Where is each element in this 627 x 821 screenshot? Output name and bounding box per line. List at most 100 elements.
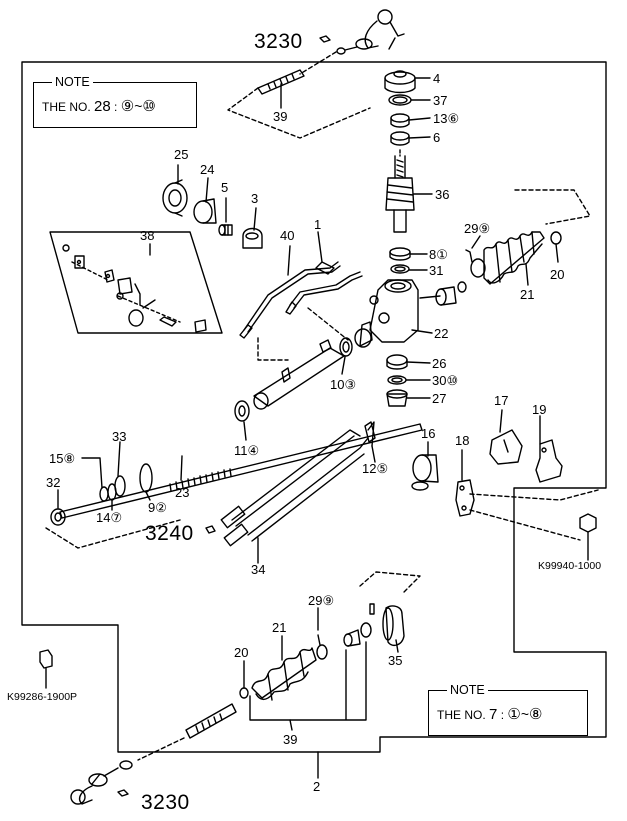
part-label-20-top: 20 — [550, 267, 565, 282]
part-label-33: 33 — [112, 429, 127, 444]
note-separator: : — [114, 100, 118, 114]
ref-label-3240: 3240 — [145, 522, 194, 545]
part-label-32: 32 — [46, 475, 61, 490]
clip-20-top — [550, 231, 562, 263]
part-label-27: 27 — [432, 391, 447, 406]
yoke-24 — [193, 177, 217, 224]
cap-3 — [242, 207, 263, 249]
part-label-1: 1 — [314, 217, 322, 232]
part-label-9: 9② — [148, 500, 167, 515]
note-title: NOTE — [52, 75, 93, 89]
part-label-14: 14⑦ — [96, 510, 123, 525]
note-to: ⑧ — [529, 706, 543, 723]
part-label-40: 40 — [280, 228, 295, 243]
part-label-37: 37 — [433, 93, 448, 108]
part-label-38: 38 — [140, 228, 155, 243]
clip-29-top — [465, 235, 486, 278]
plug-27 — [386, 389, 431, 407]
part-label-13: 13⑥ — [433, 111, 460, 126]
part-label-12: 12⑤ — [362, 461, 389, 476]
bracket-19 — [535, 415, 563, 483]
pipe-1 — [285, 231, 363, 315]
part-label-34: 34 — [251, 562, 266, 577]
nut-6 — [390, 131, 431, 146]
cylinder-tube — [253, 339, 345, 410]
bushing-26 — [386, 354, 431, 370]
part-label-31: 31 — [429, 263, 444, 278]
part-label-29-bottom: 29⑨ — [308, 593, 335, 608]
gear-housing-22 — [354, 279, 433, 348]
part-label-16: 16 — [421, 426, 436, 441]
spring-30 — [387, 375, 431, 385]
note-dash: ~ — [134, 98, 143, 114]
note-number: 28 — [94, 98, 111, 115]
part-label-3: 3 — [251, 191, 259, 206]
pipe-40 — [239, 245, 341, 339]
bearing-13 — [390, 113, 431, 128]
part-label-4: 4 — [433, 71, 441, 86]
note-body: THE NO. 28 : ⑨~⑩ — [42, 97, 156, 115]
note-prefix: THE NO. — [42, 100, 91, 114]
pipe-34 — [220, 421, 376, 564]
note-from: ① — [507, 706, 521, 723]
insulator-17 — [489, 409, 523, 465]
ring-15 — [81, 457, 109, 502]
seal-11 — [234, 400, 250, 441]
part-label-8: 8① — [429, 247, 448, 262]
note-separator: : — [500, 708, 505, 722]
assembly-outline — [21, 61, 607, 753]
part-label-5: 5 — [221, 180, 229, 195]
ref-label-k99940: K99940-1000 — [538, 560, 602, 572]
inner-rod-39-top — [227, 69, 371, 139]
part-label-35: 35 — [388, 653, 403, 668]
tie-rod-end-top — [319, 9, 405, 55]
pinion-shaft-36 — [385, 155, 433, 233]
bearing-8 — [389, 247, 428, 261]
note-box-top: NOTE THE NO. 28 : ⑨~⑩ — [33, 75, 197, 128]
note-from: ⑨ — [120, 98, 135, 115]
insulator-16 — [411, 441, 439, 491]
seal-10 — [339, 337, 353, 375]
part-label-10: 10③ — [330, 377, 357, 392]
note-dash: ~ — [520, 706, 530, 722]
note-prefix: THE NO. — [437, 708, 486, 722]
part-label-2: 2 — [313, 779, 321, 794]
note-box-bottom: NOTE THE NO. 7 : ①~⑧ — [428, 683, 588, 736]
ref-3240-mark — [205, 525, 216, 534]
pinion-cap-4 — [384, 70, 431, 94]
part-label-15: 15⑧ — [49, 451, 76, 466]
note-to: ⑩ — [142, 98, 156, 115]
fitting-35 — [343, 603, 405, 653]
part-label-39-bottom: 39 — [283, 732, 298, 747]
bracket-18 — [455, 449, 475, 517]
ref-label-3230-bottom: 3230 — [141, 791, 190, 814]
part-label-29-top: 29⑨ — [464, 221, 491, 236]
washer-32 — [50, 489, 66, 526]
clip-20-bottom — [239, 660, 249, 699]
part-label-21-top: 21 — [520, 287, 535, 302]
clip-29-bottom — [316, 607, 328, 660]
spring-5 — [218, 197, 233, 236]
seal-37 — [388, 94, 431, 106]
dashed-group-right — [514, 189, 591, 225]
part-label-22: 22 — [434, 326, 449, 341]
note-body: THE NO. 7 : ①~⑧ — [437, 705, 542, 723]
boot-21-top — [483, 231, 545, 286]
note-title: NOTE — [447, 683, 488, 697]
ref-label-k99286: K99286-1900P — [7, 691, 78, 703]
bearing-25 — [162, 164, 188, 217]
part-label-6: 6 — [433, 130, 441, 145]
seal-33 — [114, 441, 126, 497]
part-label-25: 25 — [174, 147, 189, 162]
part-label-20-bottom: 20 — [234, 645, 249, 660]
ref-label-3230-top: 3230 — [254, 30, 303, 53]
part-label-23: 23 — [175, 485, 190, 500]
part-label-17: 17 — [494, 393, 509, 408]
boot-21-bottom — [251, 635, 317, 701]
kit-38-frame — [49, 231, 223, 334]
ring-31 — [390, 264, 428, 274]
part-label-26: 26 — [432, 356, 447, 371]
part-label-11: 11④ — [234, 443, 260, 458]
part-label-39-top: 39 — [273, 109, 288, 124]
